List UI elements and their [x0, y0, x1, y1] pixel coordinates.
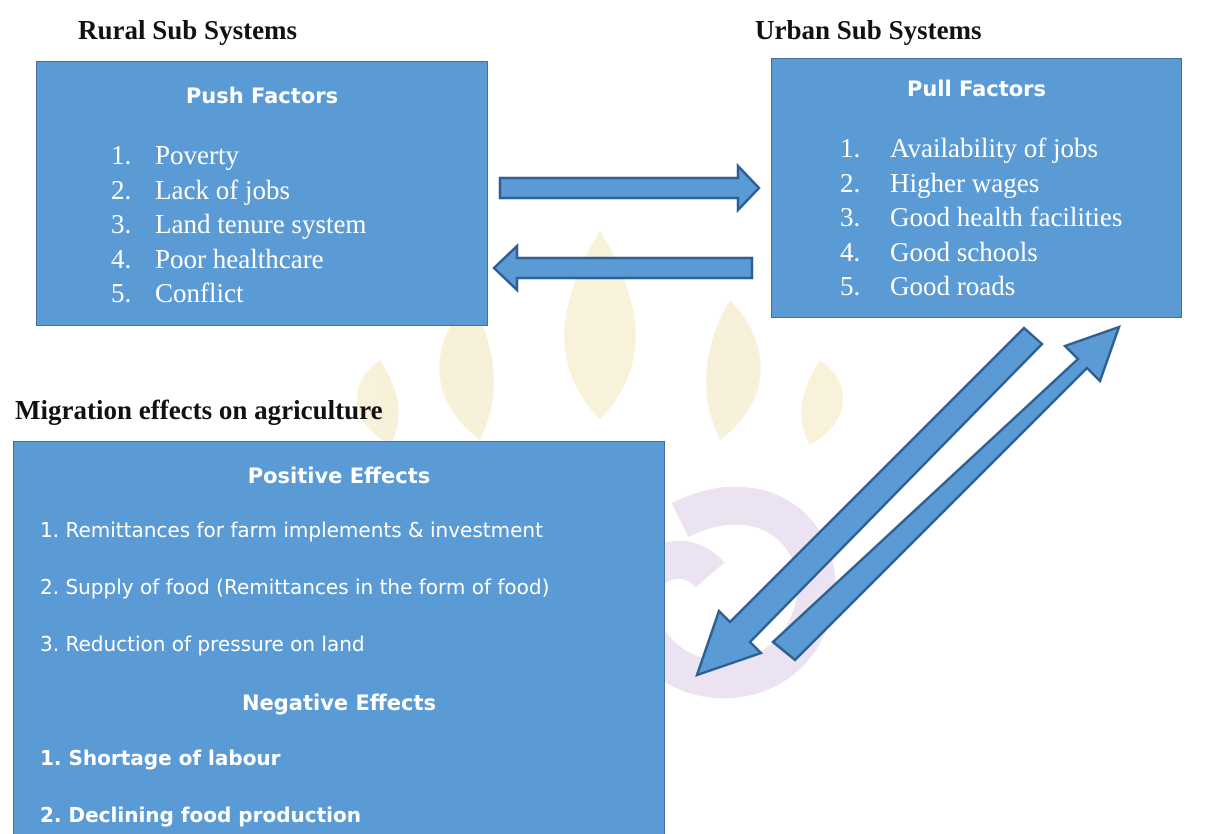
pull-factor-item: 3.Good health facilities [840, 202, 1123, 232]
pull-factor-item: 1.Availability of jobs [840, 133, 1098, 163]
push-factor-item: 4.Poor healthcare [111, 243, 324, 274]
pull-factors-list: 1.Availability of jobs 2.Higher wages 3.… [840, 131, 1122, 304]
arrow-left-icon [492, 243, 754, 293]
positive-effect-item: 2. Supply of food (Remittances in the fo… [40, 575, 550, 599]
push-factors-title: Push Factors [185, 84, 339, 108]
pull-factors-box: Pull Factors 1.Availability of jobs 2.Hi… [771, 58, 1182, 318]
positive-effect-item: 3. Reduction of pressure on land [40, 632, 365, 656]
pull-factor-item: 5.Good roads [840, 271, 1016, 301]
migration-heading: Migration effects on agriculture [15, 395, 383, 425]
pull-factor-item: 2.Higher wages [840, 167, 1040, 198]
negative-effects-title: Negative Effects [241, 691, 437, 715]
push-factors-box: Push Factors 1.Poverty 2.Lack of jobs 3.… [36, 61, 488, 326]
migration-effects-box: Positive Effects 1. Remittances for farm… [13, 441, 665, 834]
push-factor-item: 1.Poverty [111, 140, 239, 170]
urban-heading: Urban Sub Systems [755, 15, 982, 45]
arrow-right-icon [498, 162, 761, 214]
arrow-down-left-icon [694, 326, 1044, 678]
negative-effect-item: 1. Shortage of labour [40, 746, 281, 770]
negative-effect-item: 2. Declining food production [40, 803, 362, 827]
arrow-up-right-icon [771, 324, 1122, 662]
push-factor-item: 3.Land tenure system [111, 209, 367, 239]
rural-heading: Rural Sub Systems [78, 15, 298, 45]
pull-factors-title: Pull Factors [906, 77, 1047, 101]
push-factor-item: 5.Conflict [111, 278, 244, 308]
pull-factor-item: 4.Good schools [840, 236, 1038, 267]
push-factors-list: 1.Poverty 2.Lack of jobs 3.Land tenure s… [111, 138, 366, 311]
push-factor-item: 2.Lack of jobs [111, 174, 290, 205]
positive-effects-title: Positive Effects [247, 464, 431, 488]
positive-effect-item: 1. Remittances for farm implements & inv… [40, 518, 543, 542]
